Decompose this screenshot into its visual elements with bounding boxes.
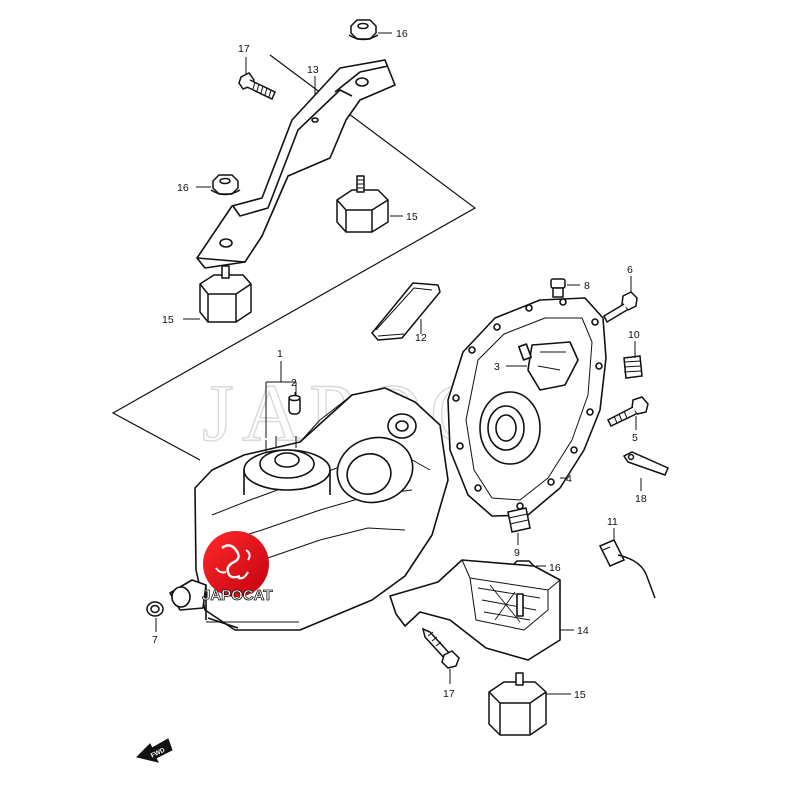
bolt-17-lower [421,627,460,669]
forward-direction-arrow: FWD [136,738,173,763]
flange-nut-16-top [348,19,379,41]
callout-15-left: 15 [162,314,174,326]
seal-9 [507,507,531,533]
callout-3: 3 [494,361,500,373]
callout-9: 9 [514,547,520,559]
plug-8 [550,278,566,298]
callout-12: 12 [415,332,427,344]
callout-7: 7 [152,634,158,646]
callout-14: 14 [577,625,589,637]
callout-15-lower: 15 [574,689,586,701]
engine-mount-15-lower [488,672,547,736]
mount-bracket-14 [389,559,561,661]
callout-5: 5 [632,432,638,444]
callout-16-top: 16 [396,28,408,40]
callout-17-lower: 17 [443,688,455,700]
callout-11: 11 [607,516,618,528]
bolt-17-top [238,72,276,101]
crossmember-bracket-13 [196,59,396,269]
clip-12 [371,282,441,341]
callout-10: 10 [628,329,640,341]
assembly-frame-outline [111,54,477,461]
callout-8: 8 [584,280,590,292]
callout-2: 2 [291,377,297,389]
leader-lines [155,32,642,695]
extension-case-4 [447,297,607,517]
engine-mount-15-right [336,175,389,233]
flange-nut-16-left [210,174,241,196]
callout-18: 18 [635,493,647,505]
lever-18 [622,451,669,476]
callout-17-top: 17 [238,43,250,55]
callout-4: 4 [566,473,572,485]
callout-16-left: 16 [177,182,189,194]
bolt-6 [603,291,638,324]
bolt-5 [606,396,649,427]
callout-labels: 1 2 3 4 5 6 7 8 9 10 11 12 13 14 15 15 1… [152,28,647,701]
dowel-pin-2 [288,394,301,415]
callout-13: 13 [307,64,319,76]
breather-10 [623,355,643,379]
callout-16-lower: 16 [549,562,561,574]
callout-6: 6 [627,264,633,276]
engine-mount-15-left [199,265,252,323]
sensor-11 [598,539,656,599]
callout-15-right: 15 [406,211,418,223]
logo-text: JAPOCAT [202,587,273,604]
seal-7 [146,601,164,617]
japocat-logo: JAPOCAT [202,531,273,604]
callout-1: 1 [277,348,283,360]
